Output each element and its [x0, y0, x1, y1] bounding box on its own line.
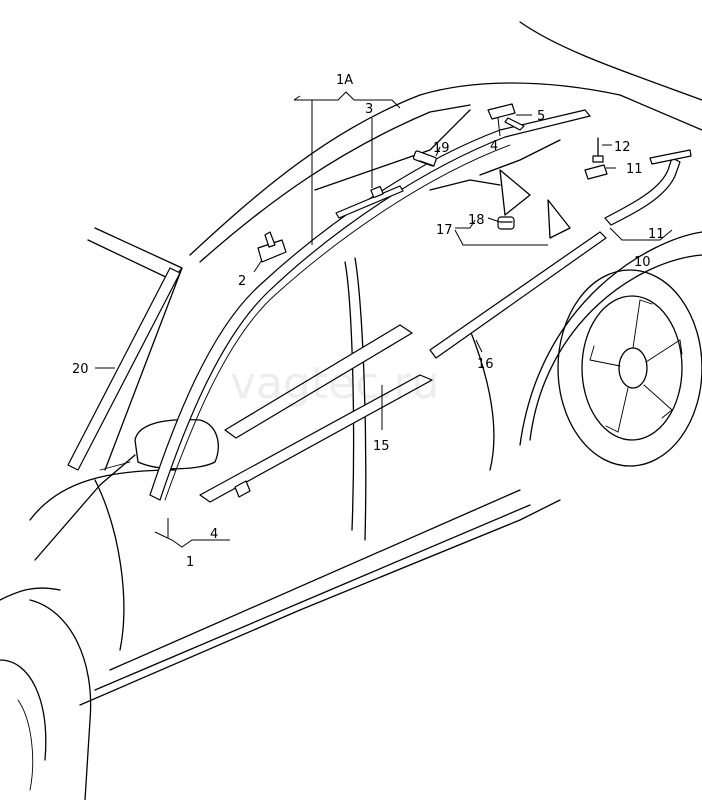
label-19: 19 — [433, 141, 450, 156]
part-15-belt-moulding — [199, 374, 433, 503]
part-10-rear-strip — [604, 157, 681, 226]
label-15: 15 — [373, 439, 390, 454]
label-16: 16 — [477, 357, 494, 372]
label-4-top: 4 — [490, 139, 498, 154]
label-18: 18 — [468, 213, 485, 228]
label-11-top: 11 — [626, 162, 643, 177]
label-10: 10 — [634, 255, 651, 270]
part-5-clip — [487, 103, 525, 131]
part-18-grommet — [497, 216, 515, 230]
label-2: 2 — [238, 274, 246, 289]
label-3: 3 — [365, 102, 373, 117]
part-16-belt-moulding — [429, 231, 607, 359]
part-20-a-pillar-trim — [67, 267, 181, 471]
label-17: 17 — [436, 223, 453, 238]
label-11-right: 11 — [648, 227, 665, 242]
part-11-clip — [584, 164, 608, 180]
label-1a: 1A — [336, 73, 353, 88]
part-2-clip — [257, 231, 287, 263]
part-12-screw — [592, 137, 604, 163]
label-5: 5 — [537, 109, 545, 124]
label-4-bottom: 4 — [210, 527, 218, 542]
part-labels: 1A 3 5 4 19 12 11 11 10 18 17 2 16 20 15… — [72, 73, 665, 570]
part-19-bolt — [412, 150, 437, 167]
parts — [67, 103, 692, 503]
label-20: 20 — [72, 362, 89, 377]
leader-lines — [95, 91, 673, 548]
label-12: 12 — [614, 140, 631, 155]
part-1-frame-moulding — [149, 109, 591, 501]
watermark: vagtec.ru — [230, 358, 439, 409]
label-1: 1 — [186, 555, 194, 570]
part-3-clip-bar — [335, 185, 404, 219]
